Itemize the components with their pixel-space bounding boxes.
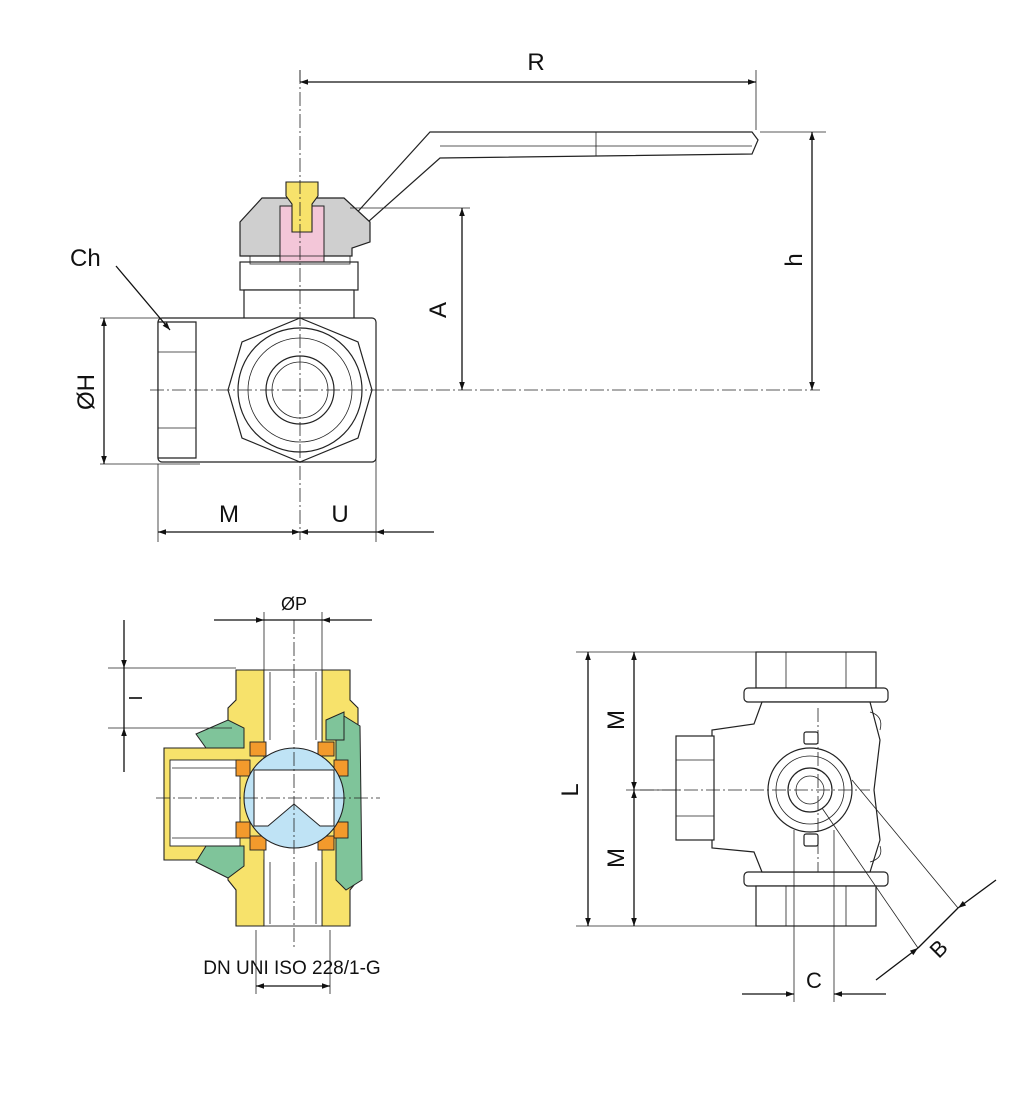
side-elevation-view: R h A Ch ØH M U bbox=[70, 49, 826, 542]
dim-label-ch: Ch bbox=[70, 245, 101, 272]
gasket-top-right bbox=[325, 711, 345, 741]
dim-label-b: B bbox=[925, 935, 953, 963]
gasket-left-low bbox=[195, 845, 245, 879]
dim-label-m-upper: M bbox=[603, 710, 630, 730]
gasket-left bbox=[195, 719, 245, 749]
dim-label-m-lower: M bbox=[603, 848, 630, 868]
dim-label-op: ØP bbox=[281, 594, 307, 614]
dim-label-c: C bbox=[806, 968, 822, 993]
seat-top-left bbox=[249, 741, 267, 757]
stem-nut bbox=[285, 181, 319, 233]
cross-section-view: ØP I DN UNI ISO 228/1-G bbox=[108, 594, 381, 994]
dim-label-a: A bbox=[425, 302, 452, 318]
dim-label-i: I bbox=[126, 695, 146, 700]
dim-label-h: h bbox=[781, 253, 808, 266]
dim-label-u: U bbox=[331, 501, 348, 528]
seat-top-right bbox=[317, 741, 335, 757]
dim-label-l: L bbox=[557, 783, 584, 796]
dim-label-r: R bbox=[527, 49, 544, 76]
dim-label-oh: ØH bbox=[73, 374, 100, 410]
plan-view: L M M B C bbox=[557, 651, 997, 1002]
seat-bottom-left bbox=[249, 835, 267, 851]
dim-label-m-side: M bbox=[219, 501, 239, 528]
handle-lever bbox=[350, 131, 759, 223]
thread-spec-label: DN UNI ISO 228/1-G bbox=[203, 958, 380, 979]
